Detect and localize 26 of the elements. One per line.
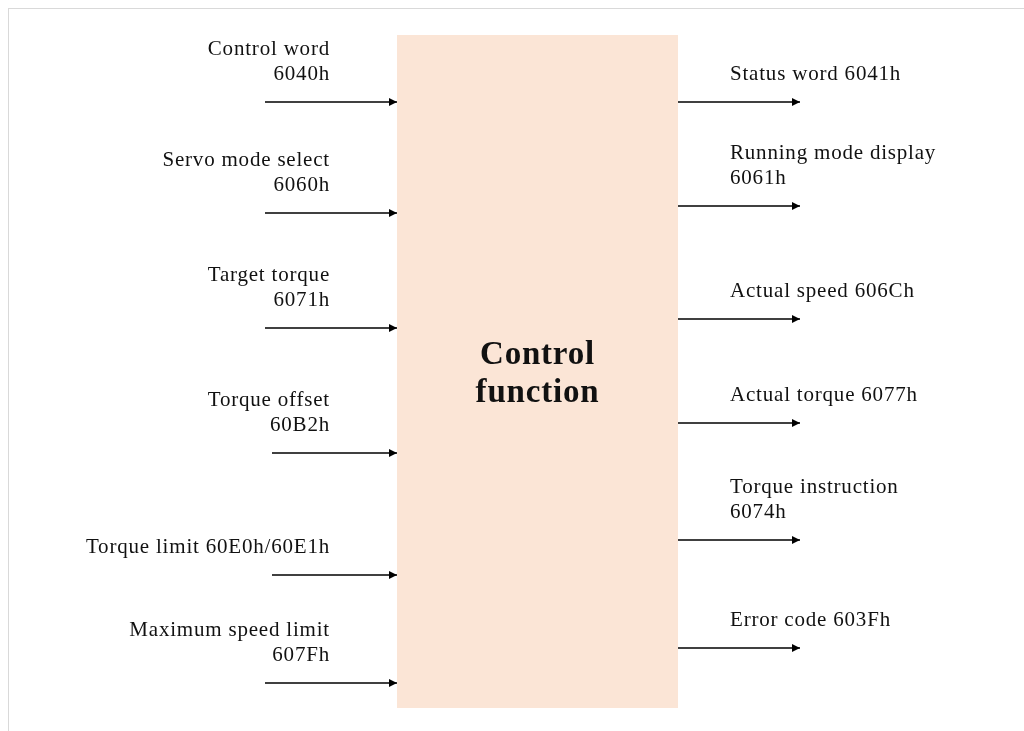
output-signal-label: Status word 6041h: [730, 61, 903, 86]
arrow: [271, 571, 398, 579]
block-title: Control function: [474, 333, 601, 410]
input-signal-label: Torque offset 60B2h: [206, 387, 330, 437]
input-signal-label: Servo mode select 6060h: [161, 147, 330, 197]
arrow: [264, 209, 398, 217]
output-signal-label: Actual speed 606Ch: [730, 278, 916, 303]
arrow: [677, 315, 801, 323]
input-signal-label: Control word 6040h: [206, 36, 330, 86]
arrow: [264, 324, 398, 332]
output-signal-label: Torque instruction 6074h: [730, 474, 900, 524]
arrow: [271, 449, 398, 457]
function-block: [397, 35, 678, 708]
arrow: [677, 419, 801, 427]
output-signal-label: Actual torque 6077h: [730, 382, 919, 407]
input-signal-label: Target torque 6071h: [206, 262, 330, 312]
arrow: [264, 98, 398, 106]
input-signal-label: Torque limit 60E0h/60E1h: [84, 534, 330, 559]
output-signal-label: Error code 603Fh: [730, 607, 892, 632]
output-signal-label: Running mode display 6061h: [730, 140, 938, 190]
arrow: [677, 202, 801, 210]
arrow: [677, 644, 801, 652]
arrow: [264, 679, 398, 687]
input-signal-label: Maximum speed limit 607Fh: [128, 617, 330, 667]
arrow: [677, 98, 801, 106]
arrow: [677, 536, 801, 544]
